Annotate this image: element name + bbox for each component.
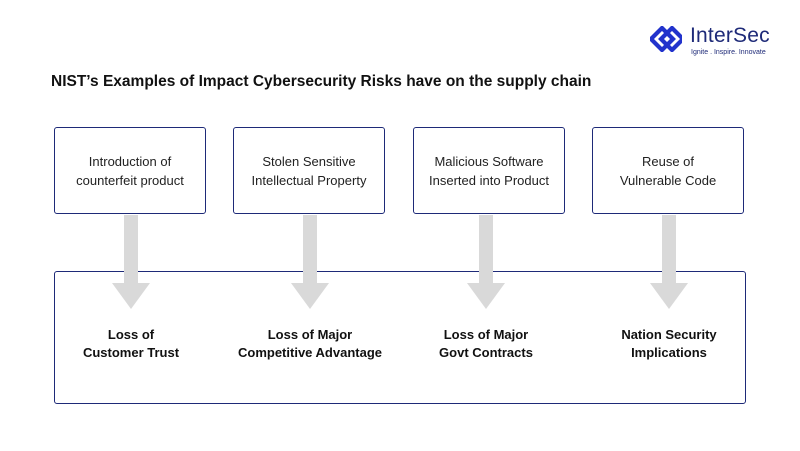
- risk-box-vulnerable-code: Reuse of Vulnerable Code: [592, 127, 744, 214]
- arrow-down-icon: [291, 215, 329, 309]
- risk-label-line: Malicious Software: [434, 153, 544, 169]
- risk-box-malicious-software: Malicious Software Inserted into Product: [413, 127, 565, 214]
- impact-label-line: Loss of Major: [267, 327, 353, 342]
- impact-label-line: Loss of: [107, 327, 155, 342]
- diagram-title: NIST’s Examples of Impact Cybersecurity …: [51, 73, 592, 90]
- intersec-logo-icon: [650, 26, 682, 52]
- impact-label-line: Nation Security: [621, 327, 717, 342]
- risk-label-line: Introduction of: [88, 153, 172, 169]
- risk-label-line: Vulnerable Code: [619, 172, 717, 188]
- impact-govt-contracts: Loss of Major Govt Contracts: [396, 326, 576, 362]
- risk-label-line: Intellectual Property: [251, 172, 367, 188]
- impact-customer-trust: Loss of Customer Trust: [41, 326, 221, 362]
- arrow-down-icon: [467, 215, 505, 309]
- impact-label-line: Govt Contracts: [439, 345, 533, 360]
- risk-box-counterfeit: Introduction of counterfeit product: [54, 127, 206, 214]
- impact-label-line: Loss of Major: [443, 327, 529, 342]
- arrow-down-icon: [650, 215, 688, 309]
- risk-label-line: Reuse of: [641, 153, 695, 169]
- impact-label-line: Implications: [631, 345, 707, 360]
- logo-tagline: Ignite . Inspire. Innovate: [691, 49, 766, 56]
- risk-label-line: Stolen Sensitive: [262, 153, 356, 169]
- impact-label-line: Competitive Advantage: [238, 345, 382, 360]
- intersec-logo: InterSec Ignite . Inspire. Innovate: [650, 24, 790, 56]
- impact-panel: [54, 271, 746, 404]
- impact-nation-security: Nation Security Implications: [579, 326, 759, 362]
- impact-competitive-advantage: Loss of Major Competitive Advantage: [220, 326, 400, 362]
- logo-brand-name: InterSec: [690, 24, 770, 47]
- risk-box-stolen-ip: Stolen Sensitive Intellectual Property: [233, 127, 385, 214]
- impact-label-line: Customer Trust: [82, 345, 180, 360]
- arrow-down-icon: [112, 215, 150, 309]
- risk-label-line: counterfeit product: [76, 172, 184, 188]
- risk-label-line: Inserted into Product: [429, 172, 549, 188]
